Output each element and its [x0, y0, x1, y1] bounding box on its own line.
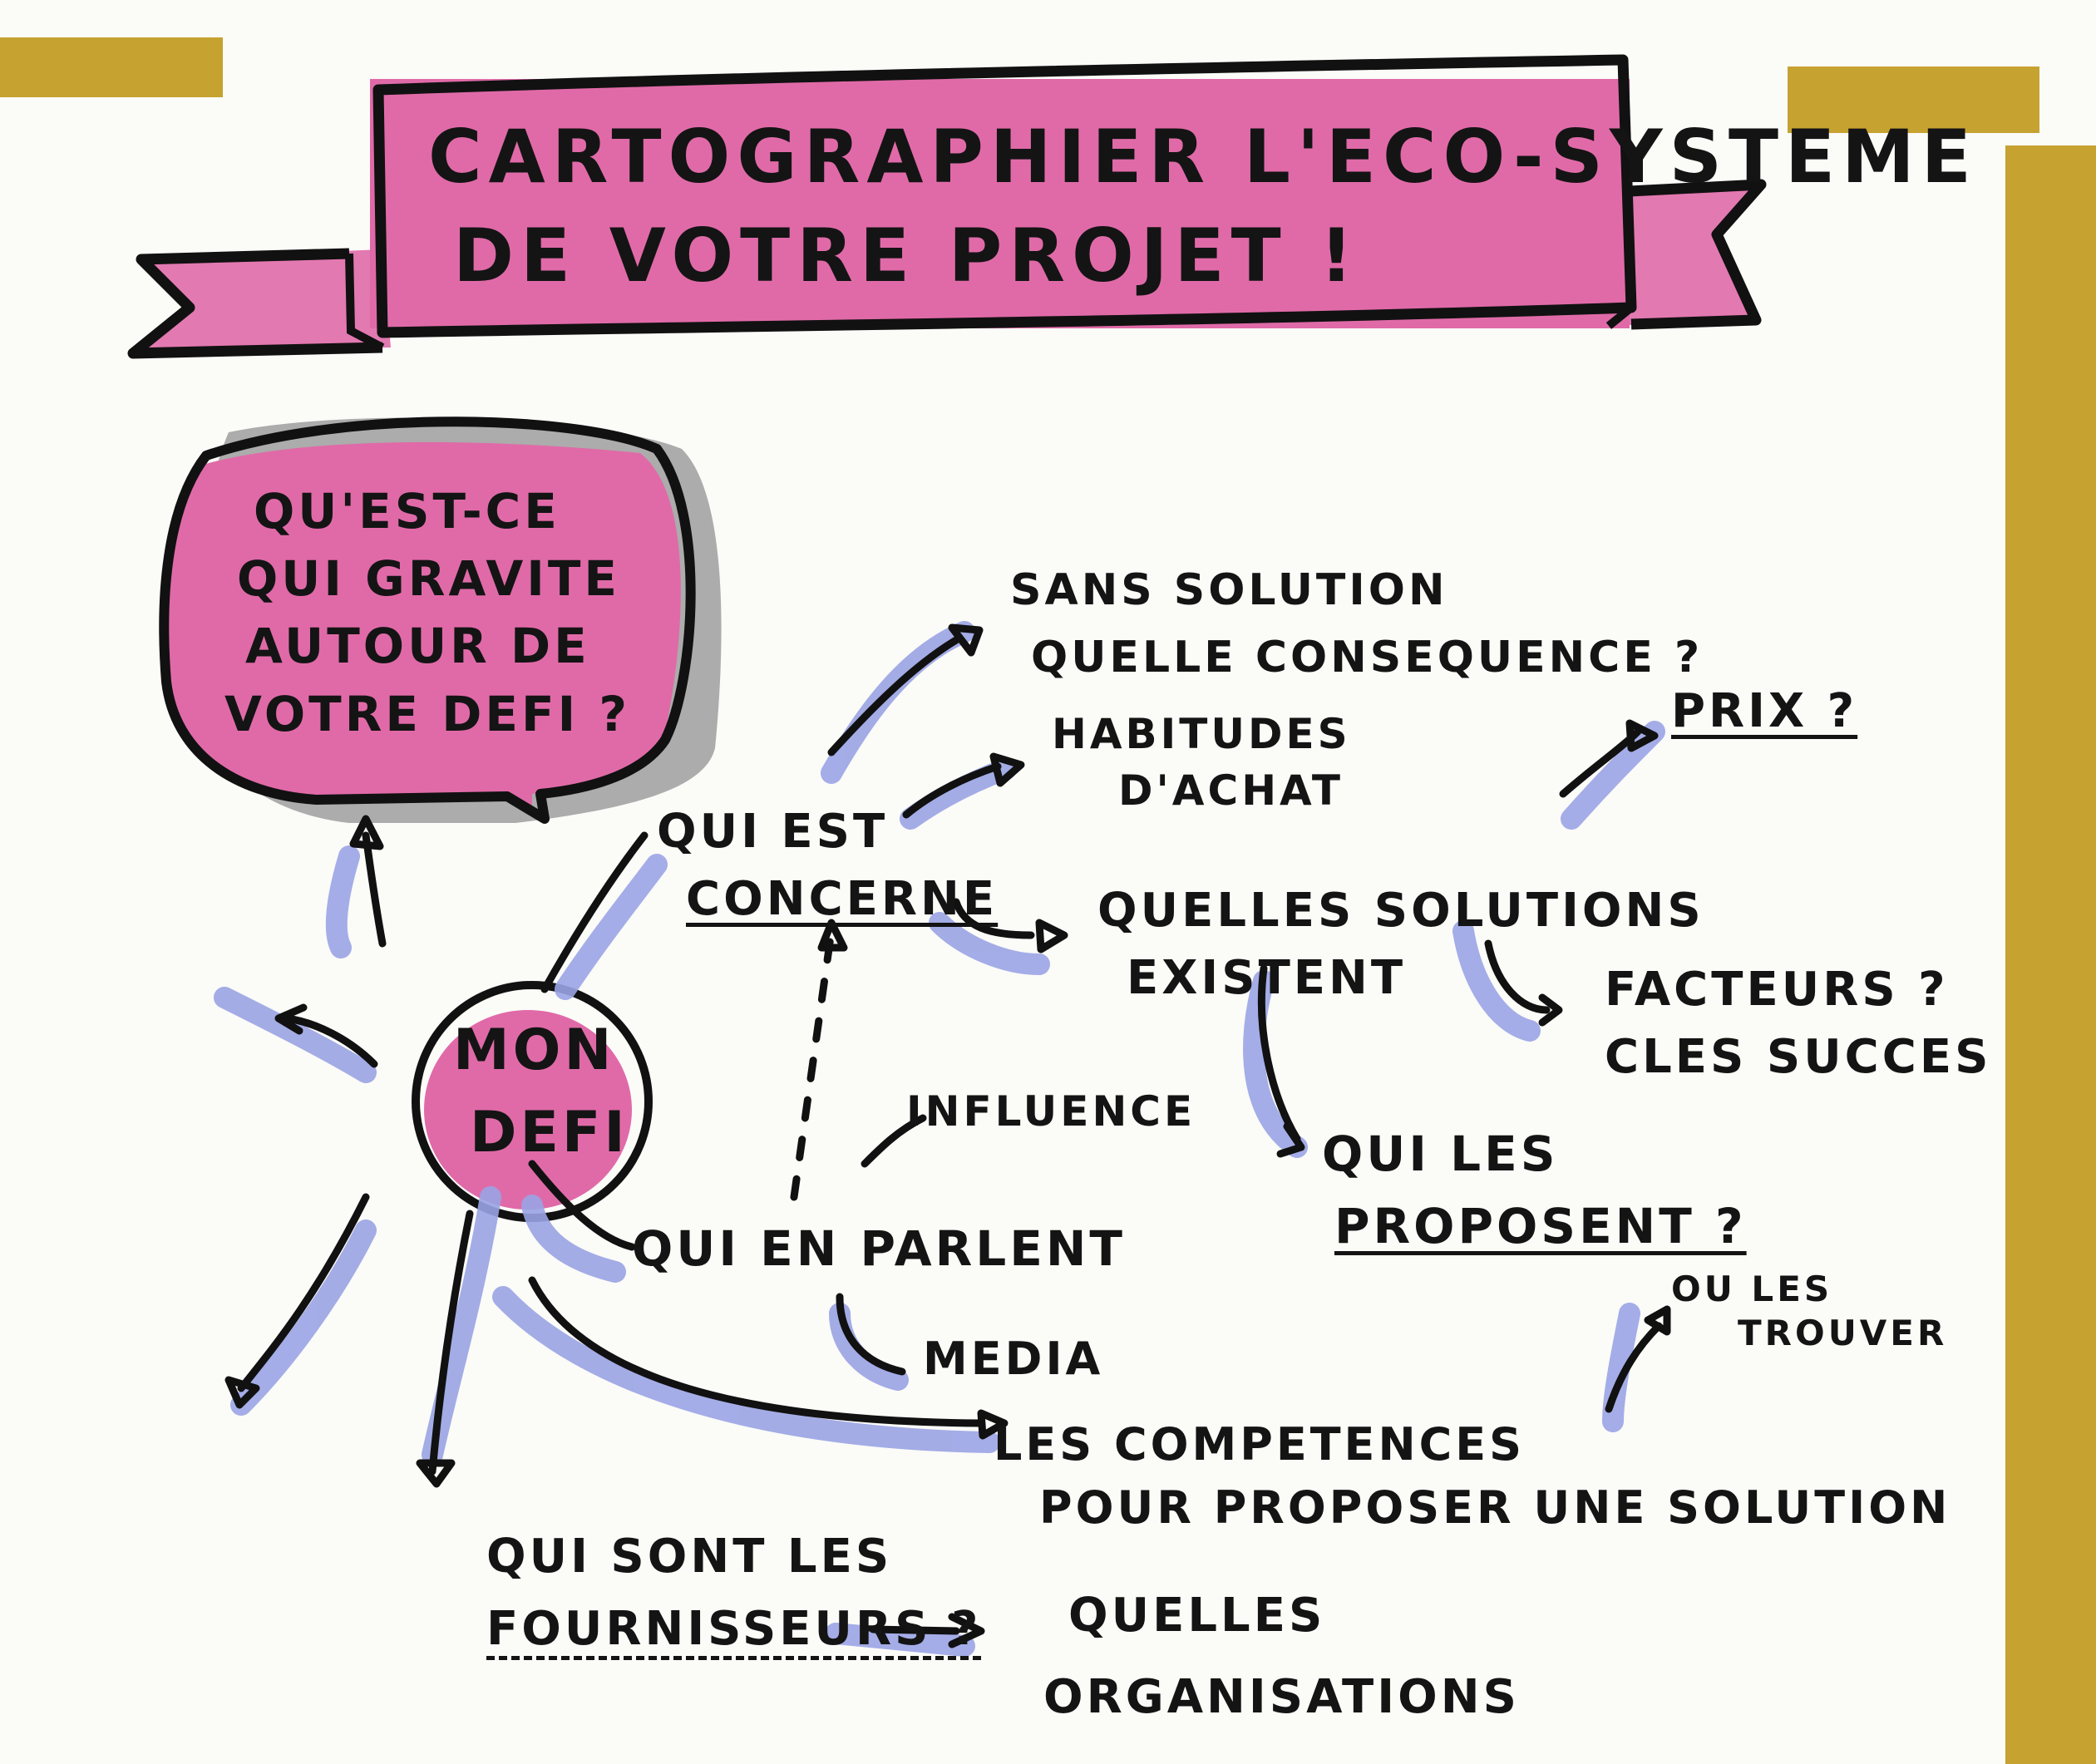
node-quelles-solutions: QUELLES SOLUTIONS EXISTENT	[1097, 877, 1704, 1012]
bubble-line: QUI GRAVITE	[237, 550, 621, 608]
node-text: QUELLES SOLUTIONS	[1097, 884, 1704, 938]
node-text: CLES SUCCES	[1605, 1030, 1992, 1085]
node-text: PRIX ?	[1671, 684, 1858, 738]
node-text: TROUVER	[1738, 1312, 1948, 1353]
node-habitudes: HABITUDES D'ACHAT	[1052, 707, 1351, 819]
node-text: OU LES	[1671, 1269, 1833, 1309]
gold-strip-top-right	[1788, 67, 2039, 133]
node-text: SANS SOLUTION	[1010, 565, 1448, 615]
node-text: PROPOSENT ?	[1334, 1198, 1747, 1254]
question-bubble	[159, 416, 722, 824]
node-competences: LES COMPETENCES POUR PROPOSER UNE SOLUTI…	[994, 1413, 1951, 1539]
banner-title-line2: DE VOTRE PROJET !	[453, 212, 1360, 298]
highlight-strokes	[214, 621, 1665, 1657]
node-text: QUI EST	[657, 805, 889, 859]
node-text: FACTEURS ?	[1605, 963, 1949, 1017]
node-text: LES COMPETENCES	[994, 1418, 1526, 1471]
node-text: CONCERNE	[686, 872, 999, 927]
node-text: QUI LES	[1322, 1126, 1559, 1182]
center-label: MON DEFI	[453, 1010, 629, 1174]
node-text: QUELLE CONSEQUENCE ?	[1031, 632, 1704, 682]
node-text: EXISTENT	[1127, 951, 1407, 1006]
gold-strip-top-left	[0, 37, 223, 97]
bubble-line: QU'EST-CE	[254, 483, 560, 540]
node-qui-est-concerne: QUI EST CONCERNE	[657, 798, 998, 933]
node-text: QUI SONT LES	[486, 1530, 893, 1584]
banner-title-line1: CARTOGRAPHIER L'ECO-SYSTEME	[428, 114, 1978, 200]
node-text: MEDIA	[923, 1333, 1104, 1385]
node-text: HABITUDES	[1052, 710, 1351, 758]
center-label-line1: MON	[453, 1018, 615, 1083]
node-facteurs: FACTEURS ? CLES SUCCES	[1605, 956, 1991, 1091]
node-influence: INFLUENCE	[906, 1085, 1196, 1138]
node-text: QUELLES	[1068, 1589, 1326, 1643]
node-text: QUI EN PARLENT	[632, 1220, 1126, 1277]
node-prix: PRIX ?	[1671, 682, 1857, 742]
node-text: FOURNISSEURS ?	[486, 1601, 982, 1656]
bubble-question: QU'EST-CE QUI GRAVITE AUTOUR DE VOTRE DE…	[224, 478, 630, 748]
node-sans-solution: SANS SOLUTION QUELLE CONSEQUENCE ?	[1010, 557, 1703, 691]
node-media: MEDIA	[923, 1330, 1103, 1387]
node-text: INFLUENCE	[906, 1087, 1196, 1136]
connector-arrows	[224, 623, 1671, 1648]
banner-ribbon	[127, 54, 1767, 359]
gold-strip-right	[2005, 145, 2096, 1764]
node-qui-en-parlent: QUI EN PARLENT	[632, 1218, 1126, 1279]
node-fournisseurs: QUI SONT LES FOURNISSEURS ?	[486, 1521, 981, 1666]
node-qui-les-proposent: QUI LES PROPOSENT ?	[1322, 1118, 1747, 1263]
node-text: D'ACHAT	[1118, 766, 1344, 815]
node-ou-les-trouver: OU LES TROUVER	[1671, 1268, 1947, 1355]
node-text: POUR PROPOSER UNE SOLUTION	[1039, 1481, 1951, 1534]
banner-title: CARTOGRAPHIER L'ECO-SYSTEME DE VOTRE PRO…	[428, 108, 1978, 306]
bubble-line: VOTRE DEFI ?	[224, 685, 631, 742]
bubble-line: AUTOUR DE	[245, 618, 590, 675]
node-text: ORGANISATIONS	[1043, 1670, 1520, 1724]
center-label-line2: DEFI	[470, 1099, 629, 1165]
node-organisations: QUELLES ORGANISATIONS	[1043, 1575, 1520, 1738]
